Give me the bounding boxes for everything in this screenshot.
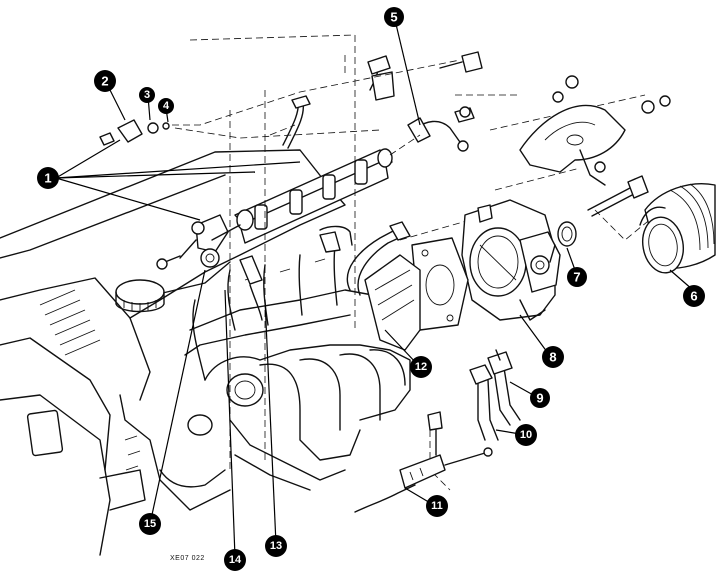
callout-7: 7: [567, 267, 587, 287]
svg-text:12: 12: [415, 361, 427, 373]
callouts: 1 2 3 4 5 6 7 8 9 10 11 12 13 14 15: [37, 7, 705, 571]
fuel-rail: [234, 148, 393, 244]
callout-11: 11: [426, 495, 448, 517]
callout-2: 2: [94, 70, 116, 92]
fuel-pressure-regulator: [179, 214, 241, 268]
svg-text:4: 4: [163, 100, 170, 112]
callout-9: 9: [530, 388, 550, 408]
inlet-elbow: [364, 254, 421, 351]
svg-text:13: 13: [270, 540, 282, 552]
svg-text:9: 9: [536, 391, 543, 406]
callout-3: 3: [139, 87, 155, 103]
callout-4: 4: [158, 98, 174, 114]
figure-code: XE07 022: [170, 555, 205, 562]
injector: [254, 159, 368, 230]
throttle-body: [461, 199, 561, 321]
svg-text:15: 15: [144, 518, 156, 530]
coolant-hoses: [469, 349, 521, 441]
svg-text:8: 8: [549, 350, 556, 365]
svg-text:2: 2: [101, 74, 108, 89]
callout-8: 8: [542, 346, 564, 368]
throttle-gasket: [411, 237, 469, 331]
fuel-pipes: [282, 51, 483, 152]
svg-text:10: 10: [520, 429, 532, 441]
svg-text:7: 7: [573, 270, 580, 285]
svg-text:3: 3: [144, 89, 150, 101]
callout-13: 13: [265, 535, 287, 557]
throttle-bracket: [519, 104, 626, 186]
callout-6: 6: [683, 285, 705, 307]
throttle-cable-bracket: [354, 411, 493, 513]
callout-5: 5: [384, 7, 404, 27]
callout-10: 10: [515, 424, 537, 446]
svg-text:14: 14: [229, 554, 242, 566]
fasteners: [99, 75, 671, 270]
throttle-long-bolt: [587, 175, 649, 217]
injector-clip: [239, 231, 341, 321]
callout-12: 12: [410, 356, 432, 378]
throttle-position-sensor: [549, 221, 577, 263]
svg-text:6: 6: [690, 289, 697, 304]
vacuum-hose: [346, 221, 411, 296]
exhaust-manifold: [159, 344, 411, 491]
svg-text:5: 5: [390, 10, 397, 25]
intake-air-hose: [639, 183, 716, 274]
svg-text:11: 11: [431, 500, 443, 512]
svg-text:1: 1: [44, 171, 51, 186]
callout-1: 1: [37, 167, 59, 189]
engine-cylinder-head: [0, 149, 401, 556]
callout-15: 15: [139, 513, 161, 535]
callout-14: 14: [224, 549, 246, 571]
oil-filler-cap: [115, 279, 165, 313]
